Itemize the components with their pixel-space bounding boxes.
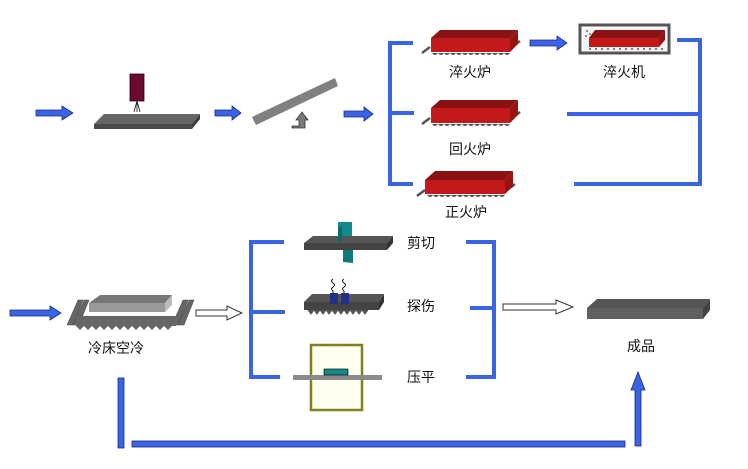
arrow-to-plate-flip xyxy=(214,105,242,121)
furnace-group-bracket xyxy=(388,41,414,186)
quench-furnace-label: 淬火炉 xyxy=(449,65,491,81)
cooling-bed-label: 冷床空冷 xyxy=(88,341,144,357)
quench-machine xyxy=(578,23,671,55)
temper-furnace xyxy=(421,100,521,126)
input-arrow-top xyxy=(35,105,74,121)
finished-product-label: 成品 xyxy=(627,339,655,355)
cooling-bed xyxy=(66,295,195,330)
shearing-machine xyxy=(304,222,393,263)
bypass-flow-line xyxy=(117,370,646,449)
flaw-detector xyxy=(304,278,384,315)
finishing-output-bracket xyxy=(466,240,496,379)
finished-plate xyxy=(587,299,710,319)
signal-wave-icon xyxy=(331,278,335,293)
quench-machine-label: 淬火机 xyxy=(603,65,645,81)
arrow-to-quench-machine xyxy=(529,35,568,51)
leveling-press xyxy=(293,343,382,412)
shot-blast-head xyxy=(129,73,145,102)
arrow-to-finished-product xyxy=(502,299,575,315)
shearing-label: 剪切 xyxy=(407,236,435,252)
temper-furnace-label: 回火炉 xyxy=(449,142,491,158)
leveling-label: 压平 xyxy=(407,370,435,386)
arrow-to-finishing-group xyxy=(195,305,244,321)
furnace-output-bracket xyxy=(567,38,702,186)
press-ram xyxy=(323,368,349,376)
flaw-detection-label: 探伤 xyxy=(407,299,435,315)
press-plate xyxy=(293,375,382,380)
input-arrow-bottom xyxy=(9,305,62,321)
shot-blast-machine xyxy=(94,73,200,129)
ultrasonic-probe xyxy=(330,293,338,304)
arrow-to-furnace-group xyxy=(343,106,374,122)
quench-furnace xyxy=(421,30,521,55)
plate-flipper xyxy=(252,78,338,129)
normalizing-furnace xyxy=(416,171,516,197)
finishing-group-bracket xyxy=(249,240,285,379)
normalizing-furnace-label: 正火炉 xyxy=(445,205,487,221)
shear-blade-lower xyxy=(343,250,353,263)
